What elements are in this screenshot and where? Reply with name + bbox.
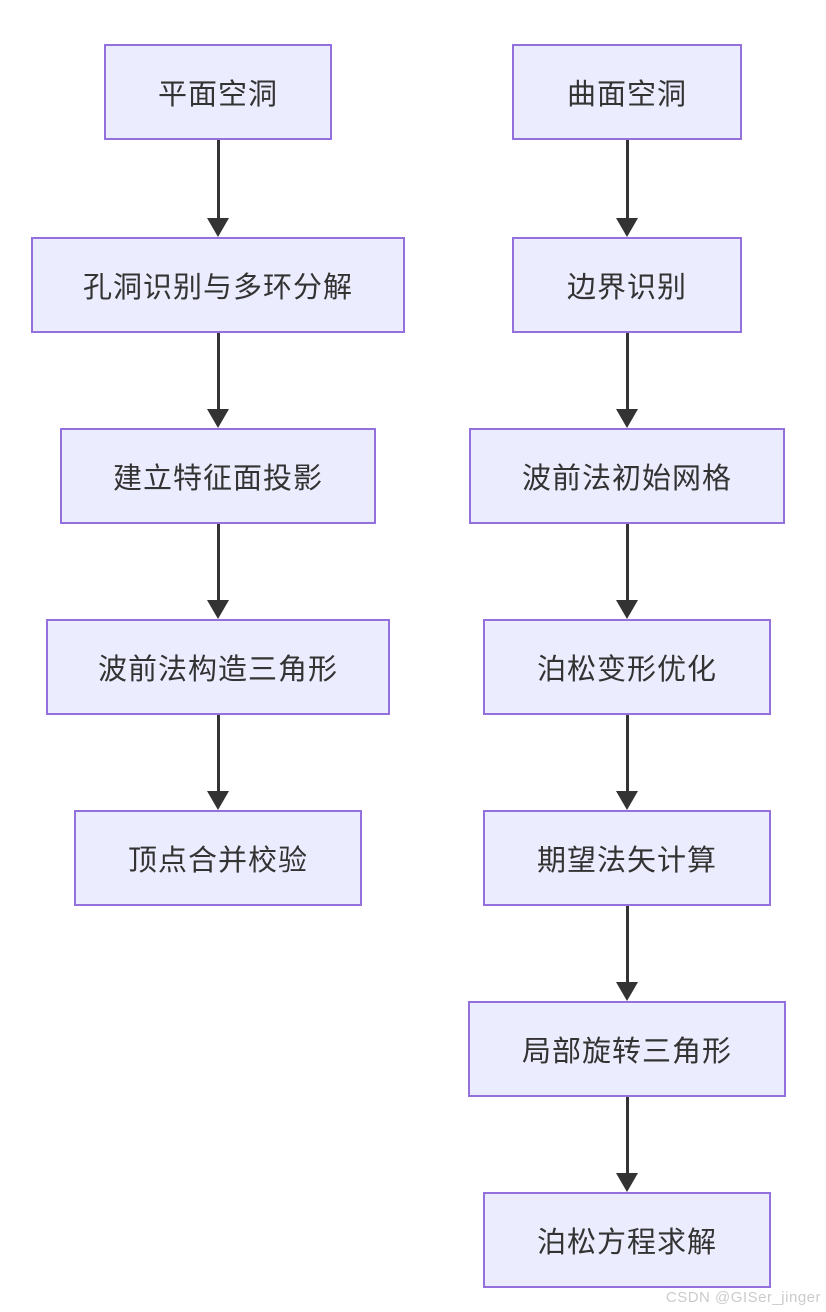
arrow-head-icon xyxy=(616,1173,638,1192)
arrow-shaft xyxy=(216,333,220,409)
arrow-shaft xyxy=(625,715,629,791)
arrow-shaft xyxy=(216,715,220,791)
arrow-down-r1-r2 xyxy=(616,140,638,237)
flow-node-poisson-equation-solve: 泊松方程求解 xyxy=(483,1192,771,1288)
arrow-down-l4-l5 xyxy=(207,715,229,810)
arrow-shaft xyxy=(625,906,629,982)
flow-node-expected-normal-computation: 期望法矢计算 xyxy=(483,810,771,906)
arrow-shaft xyxy=(216,140,220,218)
arrow-shaft xyxy=(625,524,629,600)
arrow-down-r4-r5 xyxy=(616,715,638,810)
flow-node-feature-plane-projection: 建立特征面投影 xyxy=(60,428,376,524)
arrow-head-icon xyxy=(616,409,638,428)
arrow-down-l3-l4 xyxy=(207,524,229,619)
flow-node-hole-identification-multi-ring-decomposition: 孔洞识别与多环分解 xyxy=(31,237,405,333)
flow-node-local-rotation-triangle: 局部旋转三角形 xyxy=(468,1001,786,1097)
arrow-down-r6-r7 xyxy=(616,1097,638,1192)
flow-node-poisson-deformation-optimization: 泊松变形优化 xyxy=(483,619,771,715)
arrow-head-icon xyxy=(207,791,229,810)
arrow-down-r2-r3 xyxy=(616,333,638,428)
arrow-head-icon xyxy=(207,218,229,237)
arrow-head-icon xyxy=(616,600,638,619)
arrow-shaft xyxy=(625,140,629,218)
flow-node-advancing-front-triangulation: 波前法构造三角形 xyxy=(46,619,390,715)
flow-node-planar-hole: 平面空洞 xyxy=(104,44,332,140)
arrow-head-icon xyxy=(616,791,638,810)
arrow-down-l2-l3 xyxy=(207,333,229,428)
arrow-down-r3-r4 xyxy=(616,524,638,619)
flow-node-advancing-front-initial-mesh: 波前法初始网格 xyxy=(469,428,785,524)
arrow-down-r5-r6 xyxy=(616,906,638,1001)
flow-node-surface-hole: 曲面空洞 xyxy=(512,44,742,140)
arrow-shaft xyxy=(625,1097,629,1173)
csdn-watermark: CSDN @GISer_jinger xyxy=(665,1289,821,1306)
arrow-down-l1-l2 xyxy=(207,140,229,237)
arrow-head-icon xyxy=(207,409,229,428)
arrow-shaft xyxy=(216,524,220,600)
arrow-shaft xyxy=(625,333,629,409)
arrow-head-icon xyxy=(207,600,229,619)
flow-node-boundary-identification: 边界识别 xyxy=(512,237,742,333)
arrow-head-icon xyxy=(616,982,638,1001)
arrow-head-icon xyxy=(616,218,638,237)
flow-node-vertex-merge-check: 顶点合并校验 xyxy=(74,810,362,906)
